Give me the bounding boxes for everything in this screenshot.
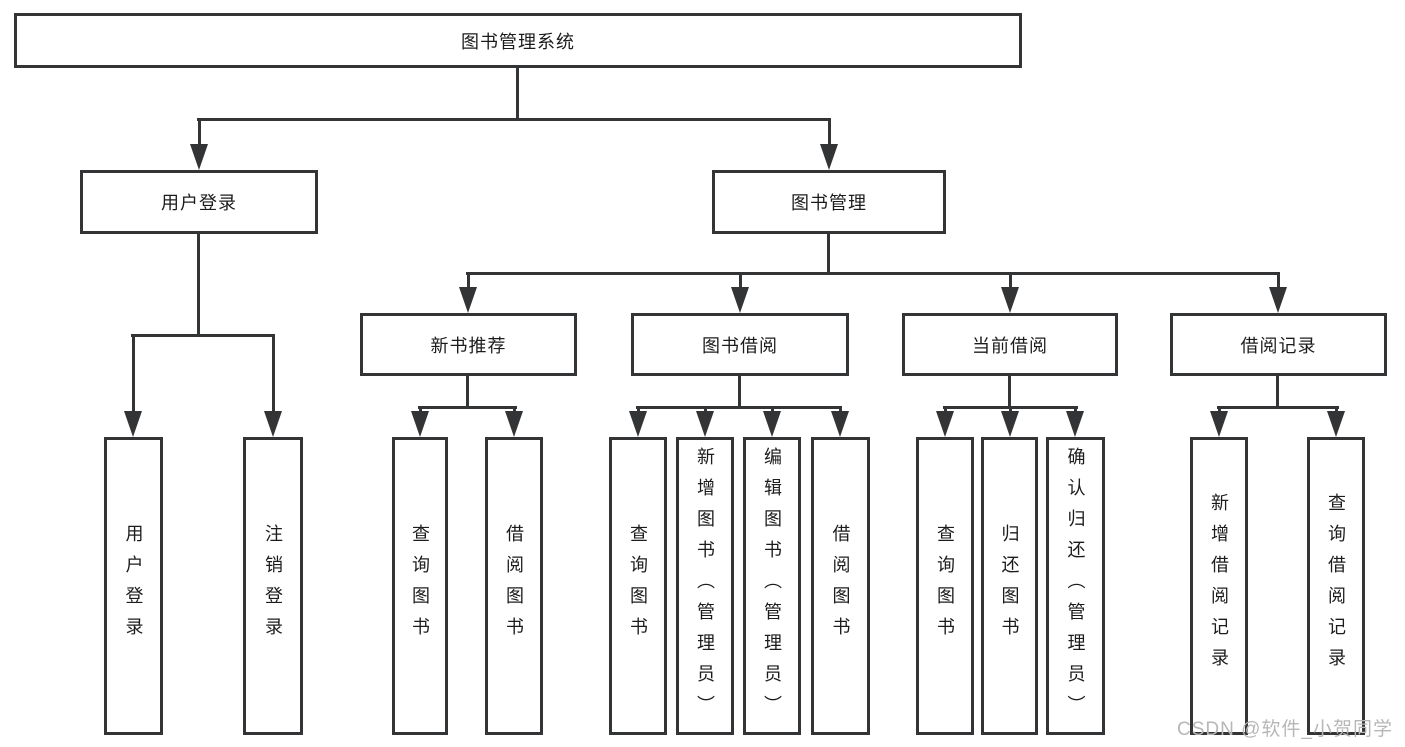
- connector-line: [738, 376, 741, 409]
- arrow-down-icon: [505, 411, 523, 437]
- connector-line: [1276, 376, 1279, 409]
- leaf-borrow-add-books-admin-label: 新增图书（管理员）: [695, 446, 715, 726]
- arrow-shaft-line: [1074, 407, 1077, 411]
- node-user-login: 用户登录: [80, 170, 318, 234]
- arrow-shaft-line: [839, 407, 842, 411]
- arrow-down-icon: [831, 411, 849, 437]
- node-borrow-records-label: 借阅记录: [1240, 335, 1317, 356]
- arrow-down-icon: [820, 144, 838, 170]
- arrow-down-icon: [936, 411, 954, 437]
- arrow-down-icon: [264, 411, 282, 437]
- arrow-shaft-line: [1277, 273, 1280, 287]
- leaf-borrow-query-books-label: 查询图书: [628, 524, 648, 648]
- arrow-shaft-line: [771, 407, 774, 411]
- leaf-logout-label: 注销登录: [263, 524, 283, 648]
- arrow-down-icon: [629, 411, 647, 437]
- arrow-down-icon: [411, 411, 429, 437]
- connector-line: [1217, 406, 1339, 409]
- arrow-shaft-line: [739, 273, 742, 287]
- arrow-shaft-line: [637, 407, 640, 411]
- leaf-records-add-record-label: 新增借阅记录: [1209, 493, 1229, 679]
- arrow-shaft-line: [1009, 407, 1012, 411]
- arrow-shaft-line: [1335, 407, 1338, 411]
- arrow-shaft-line: [828, 118, 831, 144]
- arrow-down-icon: [459, 287, 477, 313]
- leaf-recommend-query-books: 查询图书: [392, 437, 448, 735]
- arrow-shaft-line: [132, 335, 135, 411]
- arrow-shaft-line: [272, 335, 275, 411]
- leaf-records-add-record: 新增借阅记录: [1190, 437, 1248, 735]
- arrow-shaft-line: [419, 407, 422, 411]
- node-current-borrow: 当前借阅: [902, 313, 1118, 376]
- arrow-down-icon: [124, 411, 142, 437]
- node-current-borrow-label: 当前借阅: [972, 335, 1048, 356]
- leaf-borrow-edit-books-admin: 编辑图书（管理员）: [743, 437, 801, 735]
- arrow-down-icon: [1210, 411, 1228, 437]
- arrow-down-icon: [1066, 411, 1084, 437]
- leaf-current-confirm-return-admin: 确认归还（管理员）: [1046, 437, 1105, 735]
- leaf-borrow-edit-books-admin-label: 编辑图书（管理员）: [762, 446, 782, 726]
- leaf-borrow-borrow-books-label: 借阅图书: [830, 524, 851, 648]
- node-new-book-recommend: 新书推荐: [360, 313, 577, 376]
- leaf-borrow-query-books: 查询图书: [609, 437, 667, 735]
- node-book-management: 图书管理: [712, 170, 946, 234]
- arrow-down-icon: [731, 287, 749, 313]
- connector-line: [197, 234, 200, 337]
- leaf-borrow-borrow-books: 借阅图书: [811, 437, 870, 735]
- leaf-recommend-query-books-label: 查询图书: [410, 524, 430, 648]
- arrow-down-icon: [696, 411, 714, 437]
- arrow-down-icon: [1269, 287, 1287, 313]
- arrow-down-icon: [1001, 287, 1019, 313]
- arrow-shaft-line: [704, 407, 707, 411]
- leaf-recommend-borrow-books-label: 借阅图书: [504, 524, 524, 648]
- leaf-borrow-add-books-admin: 新增图书（管理员）: [676, 437, 734, 735]
- connector-line: [466, 376, 469, 409]
- arrow-down-icon: [1001, 411, 1019, 437]
- node-new-book-recommend-label: 新书推荐: [430, 335, 507, 356]
- leaf-user-login-label: 用户登录: [123, 524, 144, 648]
- arrow-down-icon: [763, 411, 781, 437]
- leaf-current-return-books-label: 归还图书: [999, 524, 1020, 648]
- arrow-shaft-line: [944, 407, 947, 411]
- arrow-down-icon: [1327, 411, 1345, 437]
- leaf-current-return-books: 归还图书: [981, 437, 1038, 735]
- arrow-shaft-line: [1009, 273, 1012, 287]
- leaf-current-confirm-return-admin-label: 确认归还（管理员）: [1065, 446, 1086, 726]
- node-borrow-records: 借阅记录: [1170, 313, 1387, 376]
- connector-line: [827, 234, 830, 275]
- connector-line: [197, 118, 831, 121]
- arrow-shaft-line: [1218, 407, 1221, 411]
- node-book-borrow: 图书借阅: [631, 313, 849, 376]
- connector-line: [1008, 376, 1011, 409]
- node-book-borrow-label: 图书借阅: [702, 335, 778, 356]
- connector-line: [418, 406, 517, 409]
- leaf-current-query-books: 查询图书: [916, 437, 974, 735]
- leaf-recommend-borrow-books: 借阅图书: [485, 437, 543, 735]
- leaf-current-query-books-label: 查询图书: [935, 524, 955, 648]
- watermark: CSDN @软件_小贺同学: [1177, 719, 1393, 740]
- arrow-shaft-line: [198, 118, 201, 144]
- node-root-label: 图书管理系统: [461, 31, 575, 52]
- leaf-records-query-record-label: 查询借阅记录: [1326, 493, 1346, 679]
- connector-line: [466, 272, 1280, 275]
- leaf-user-login: 用户登录: [104, 437, 163, 735]
- connector-line: [636, 406, 842, 409]
- node-root: 图书管理系统: [14, 13, 1022, 68]
- connector-line: [516, 68, 519, 120]
- leaf-records-query-record: 查询借阅记录: [1307, 437, 1365, 735]
- arrow-down-icon: [190, 144, 208, 170]
- arrow-shaft-line: [513, 407, 516, 411]
- arrow-shaft-line: [467, 273, 470, 287]
- node-book-management-label: 图书管理: [791, 193, 867, 213]
- node-user-login-label: 用户登录: [161, 193, 237, 213]
- connector-line: [131, 334, 275, 337]
- leaf-logout: 注销登录: [243, 437, 303, 735]
